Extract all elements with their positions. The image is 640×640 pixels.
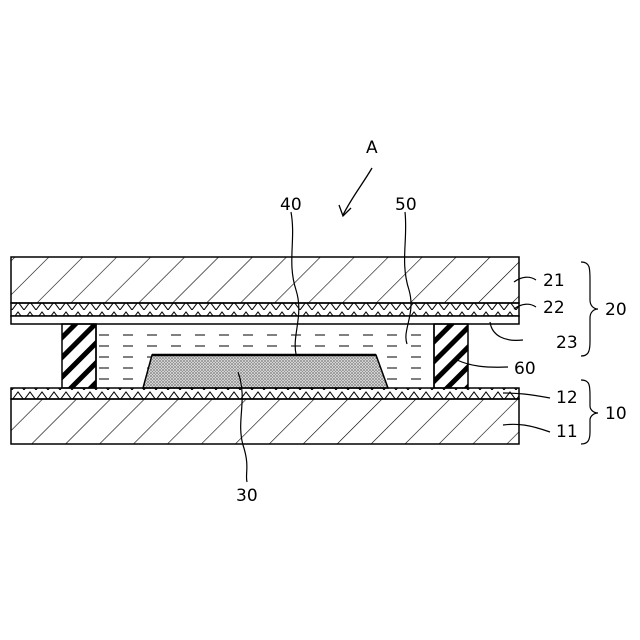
- seal-right-60: [434, 324, 468, 388]
- label-21: 21: [543, 271, 565, 291]
- label-22: 22: [543, 298, 565, 318]
- label-40: 40: [280, 195, 302, 215]
- label-23: 23: [556, 333, 578, 353]
- layer-23: [11, 316, 519, 324]
- element-30: [143, 355, 388, 388]
- layer-21: [11, 257, 519, 303]
- label-20: 20: [605, 300, 627, 320]
- label-30: 30: [236, 486, 258, 506]
- label-12: 12: [556, 388, 578, 408]
- layer-12: [11, 388, 519, 399]
- label-60: 60: [514, 359, 536, 379]
- arrow-a-icon: [343, 168, 372, 215]
- label-50: 50: [395, 195, 417, 215]
- brace-20: [581, 262, 598, 356]
- label-10: 10: [605, 404, 627, 424]
- label-a: A: [366, 138, 378, 158]
- leader-23: [490, 322, 523, 340]
- layer-22: [11, 303, 519, 316]
- label-11: 11: [556, 422, 578, 442]
- seal-left-60: [62, 324, 96, 388]
- brace-10: [581, 380, 598, 444]
- layer-11: [11, 399, 519, 444]
